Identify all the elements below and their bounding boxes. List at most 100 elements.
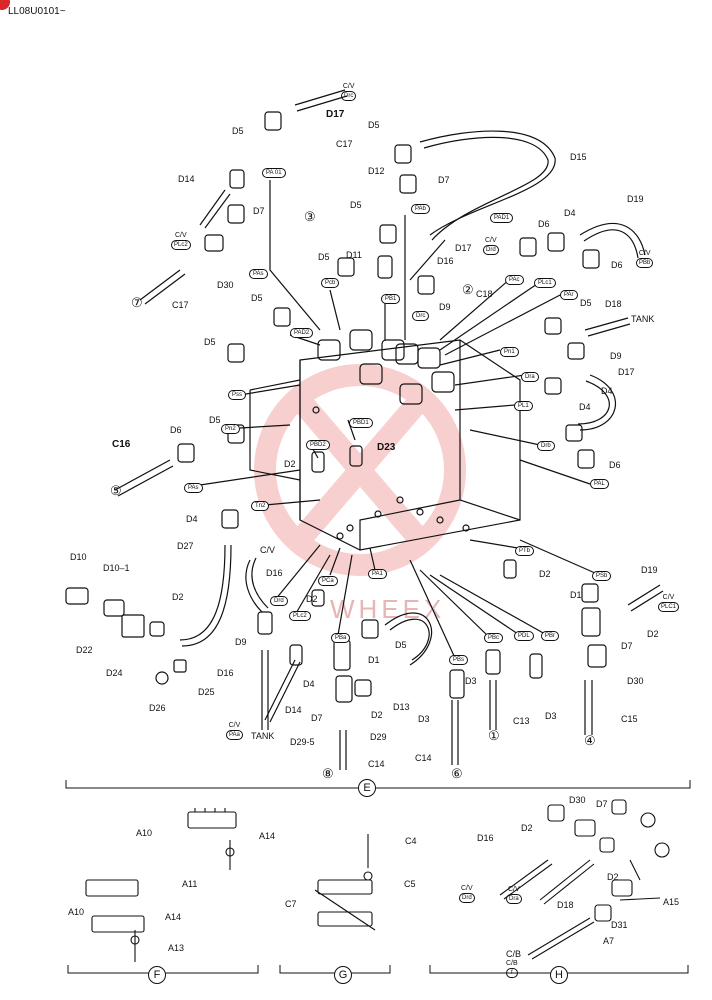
part-label: A14 xyxy=(165,912,182,922)
part-label: D5 xyxy=(368,120,380,130)
connection-number: ② xyxy=(462,282,474,297)
part-label: D7 xyxy=(253,206,265,216)
part-label: D5 xyxy=(209,415,221,425)
port-tag: PAL xyxy=(590,479,609,489)
part-label: D10–1 xyxy=(103,563,130,573)
part-label: D9 xyxy=(610,351,622,361)
connection-number: ① xyxy=(488,728,500,743)
part-label: D29-5 xyxy=(290,737,315,747)
part-label: A13 xyxy=(168,943,185,953)
doc-code: LL08U0101~ xyxy=(8,6,66,17)
port-tag: PAs xyxy=(184,483,203,493)
part-label: D2 xyxy=(284,459,296,469)
connection-number: ⑤ xyxy=(110,483,122,498)
part-label: D25 xyxy=(198,687,215,697)
part-label: D3 xyxy=(545,711,557,721)
cv-label: C/V xyxy=(228,722,241,729)
part-label: D14 xyxy=(178,174,195,184)
port-tag: PTb xyxy=(515,546,535,556)
part-label: D2 xyxy=(371,710,383,720)
connection-number: ⑧ xyxy=(322,766,334,781)
cv-label: C/V xyxy=(342,83,355,90)
port-tag: PBr xyxy=(541,631,560,641)
part-label: D5 xyxy=(251,293,263,303)
part-label: D6 xyxy=(538,219,550,229)
part-label: D5 xyxy=(580,298,592,308)
part-label: A11 xyxy=(182,879,198,889)
part-label: D2 xyxy=(306,594,318,604)
part-label: D18 xyxy=(605,299,622,309)
part-label: D2 xyxy=(607,872,619,882)
port-tag: PAD1 xyxy=(490,213,514,223)
port-tag: PCa xyxy=(318,576,338,586)
part-label: D30 xyxy=(569,795,586,805)
port-tag: Drd xyxy=(270,596,288,606)
part-label: C7 xyxy=(285,899,297,909)
part-label: D2 xyxy=(521,823,533,833)
cv-port: PLC1 xyxy=(658,602,680,612)
part-label: C14 xyxy=(368,759,385,769)
cv-port: f xyxy=(506,968,518,978)
cv-label: C/V xyxy=(461,885,473,892)
cv-port: Drd xyxy=(483,245,499,255)
part-label: D6 xyxy=(170,425,182,435)
part-label: D18 xyxy=(557,900,574,910)
port-tag: PA 01 xyxy=(262,168,286,178)
port-tag: PA1 xyxy=(368,569,387,579)
part-label: D31 xyxy=(611,920,628,930)
part-label: D5 xyxy=(318,252,330,262)
part-label: D13 xyxy=(393,702,410,712)
section-marker: E xyxy=(358,779,376,797)
cv-port: Dra xyxy=(506,894,522,904)
port-tag: Pn2 xyxy=(221,424,240,434)
port-tag: PL1 xyxy=(514,401,533,411)
part-label: C4 xyxy=(405,836,417,846)
part-label: D4 xyxy=(564,208,576,218)
port-tag: Drb xyxy=(537,441,555,451)
part-label: D1 xyxy=(570,590,582,600)
port-tag: PBD1 xyxy=(349,418,373,428)
part-label: A10 xyxy=(136,828,153,838)
part-label: A10 xyxy=(68,907,85,917)
port-tag: PLc2 xyxy=(289,611,311,621)
part-label: D5 xyxy=(204,337,216,347)
cv-port: Drd xyxy=(459,893,475,903)
port-tag: PAD2 xyxy=(290,328,314,338)
part-label: C16 xyxy=(112,439,131,450)
part-label: D2 xyxy=(172,592,184,602)
part-label: C13 xyxy=(513,716,530,726)
part-label: D24 xyxy=(106,668,123,678)
cv-label: C/V xyxy=(175,232,187,239)
part-label: TANK xyxy=(251,731,275,741)
part-label: C18 xyxy=(476,289,493,299)
cv-label: C/V xyxy=(662,594,675,601)
port-tag: Drc xyxy=(412,311,430,321)
part-label: D16 xyxy=(437,256,454,266)
part-label: C5 xyxy=(404,879,416,889)
port-tag: Tn2 xyxy=(251,501,270,511)
part-label: C/V xyxy=(260,545,276,555)
part-label: D3 xyxy=(465,676,477,686)
part-label: D4 xyxy=(303,679,315,689)
part-label: C/B xyxy=(506,949,522,959)
cv-label: C/V xyxy=(508,886,520,893)
part-label: D2 xyxy=(647,629,659,639)
part-label: C17 xyxy=(336,139,353,149)
port-tag: Pn1 xyxy=(500,347,519,357)
part-label: D3 xyxy=(418,714,430,724)
part-label: TANK xyxy=(631,314,655,324)
cv-port: Drc xyxy=(341,91,357,101)
port-tag: PB1 xyxy=(381,294,401,304)
part-label: D30 xyxy=(627,676,644,686)
hoses-and-fittings xyxy=(65,89,664,770)
port-tag: PBa xyxy=(331,633,351,643)
section-marker: F xyxy=(148,966,166,984)
